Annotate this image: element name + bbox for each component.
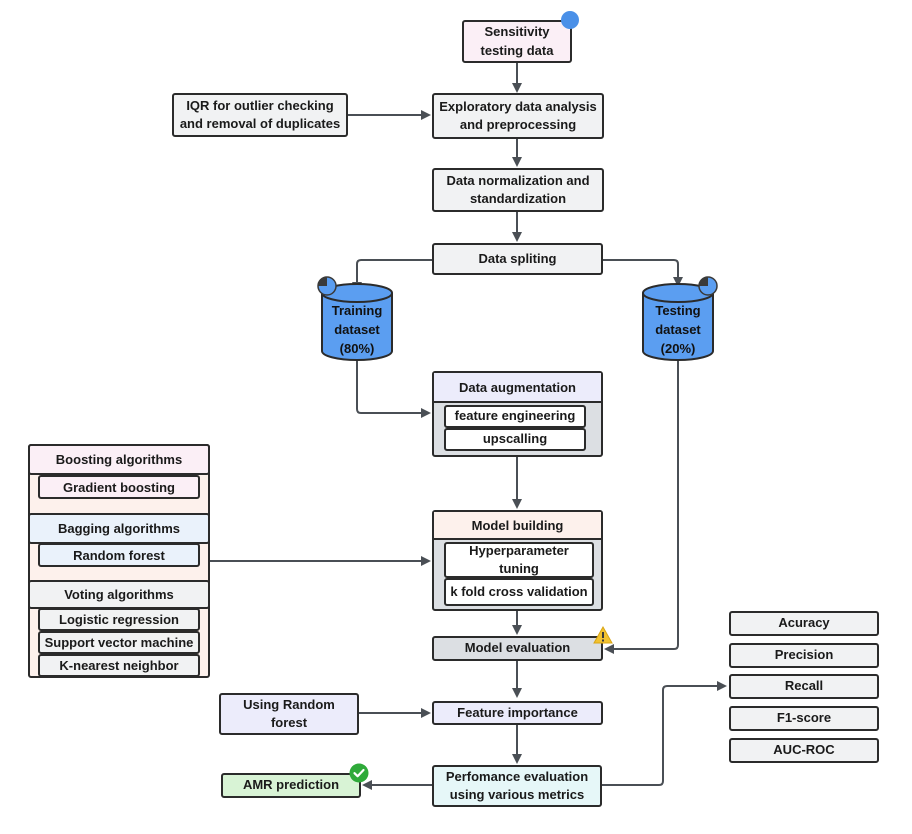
model-building-panel: Model building Hyperparameter tuning k f… [432,510,603,611]
amr-label: AMR prediction [242,777,340,793]
normalization-box: Data normalization and standardization [432,168,604,212]
arrow-performance-to-metrics [602,681,727,786]
splitting-label: Data spliting [478,250,557,266]
algorithms-group: Boosting algorithms Gradient boosting Ba… [28,444,210,678]
metric-precision-label: Precision [774,647,834,663]
data-splitting-box: Data spliting [432,243,603,275]
logistic-regression-item: Logistic regression [38,608,200,631]
quarter-pie-icon [698,276,718,301]
metric-accuracy: Acuracy [729,611,879,636]
sensitivity-testing-data-box: Sensitivity testing data [462,20,572,63]
blue-dot-icon [560,10,580,35]
feature-importance-box: Feature importance [432,701,603,725]
hyperparameter-tuning-item: Hyperparameter tuning [444,542,594,578]
testing-dataset-cylinder: Testing dataset (20%) [641,282,715,362]
performance-evaluation-box: Perfomance evaluation using various metr… [432,765,602,807]
model-building-title: Model building [434,512,601,540]
metric-f1-label: F1-score [776,710,832,726]
iqr-box: IQR for outlier checking and removal of … [172,93,348,137]
using-rf-label: Using Random forest [243,696,335,730]
data-augmentation-title: Data augmentation [434,373,601,403]
eda-label: Exploratory data analysis and preprocess… [439,98,597,132]
metric-recall: Recall [729,674,879,699]
model-evaluation-box: Model evaluation [432,636,603,661]
training-dataset-cylinder: Training dataset (80%) [320,282,394,362]
data-augmentation-panel: Data augmentation feature engineering up… [432,371,603,457]
metric-recall-label: Recall [784,678,824,694]
bagging-algorithms-header: Bagging algorithms [28,513,210,544]
sensitivity-label: Sensitivity testing data [480,24,554,58]
warning-icon [593,625,613,649]
upscalling-item: upscalling [444,428,586,451]
check-circle-icon [349,763,369,788]
iqr-label: IQR for outlier checking and removal of … [179,97,341,131]
model-evaluation-label: Model evaluation [464,640,571,656]
amr-prediction-box: AMR prediction [221,773,361,798]
testing-line3: (20%) [660,340,696,356]
eda-box: Exploratory data analysis and preprocess… [432,93,604,139]
testing-line2: dataset [655,321,701,337]
training-line1: Training [331,303,383,318]
metric-auc-label: AUC-ROC [773,742,835,758]
metric-accuracy-label: Acuracy [778,615,830,631]
hyperparameter-tuning-label: Hyperparameter tuning [469,542,569,576]
boosting-algorithms-header: Boosting algorithms [28,444,210,475]
metric-auc-roc: AUC-ROC [729,738,879,763]
svm-item: Support vector machine [38,631,200,654]
testing-line1: Testing [655,303,701,318]
arrow-splitting-to-testing [603,259,683,287]
random-forest-item: Random forest [38,543,200,567]
arrow-splitting-to-training [352,259,432,292]
feature-engineering-item: feature engineering [444,405,586,428]
training-line2: dataset [334,321,380,337]
training-line3: (80%) [339,340,375,356]
k-fold-item: k fold cross validation [444,578,594,606]
arrow-training-to-augmentation [356,361,431,418]
arrow-testing-to-evaluation [604,361,679,654]
knn-item: K-nearest neighbor [38,654,200,677]
metric-precision: Precision [729,643,879,668]
gradient-boosting-item: Gradient boosting [38,475,200,499]
normalization-label: Data normalization and standardization [446,172,590,206]
using-random-forest-box: Using Random forest [219,693,359,735]
metric-f1-score: F1-score [729,706,879,731]
quarter-pie-icon [317,276,337,301]
feature-importance-label: Feature importance [457,704,578,720]
voting-algorithms-header: Voting algorithms [28,580,210,609]
performance-label: Perfomance evaluation using various metr… [445,768,589,802]
